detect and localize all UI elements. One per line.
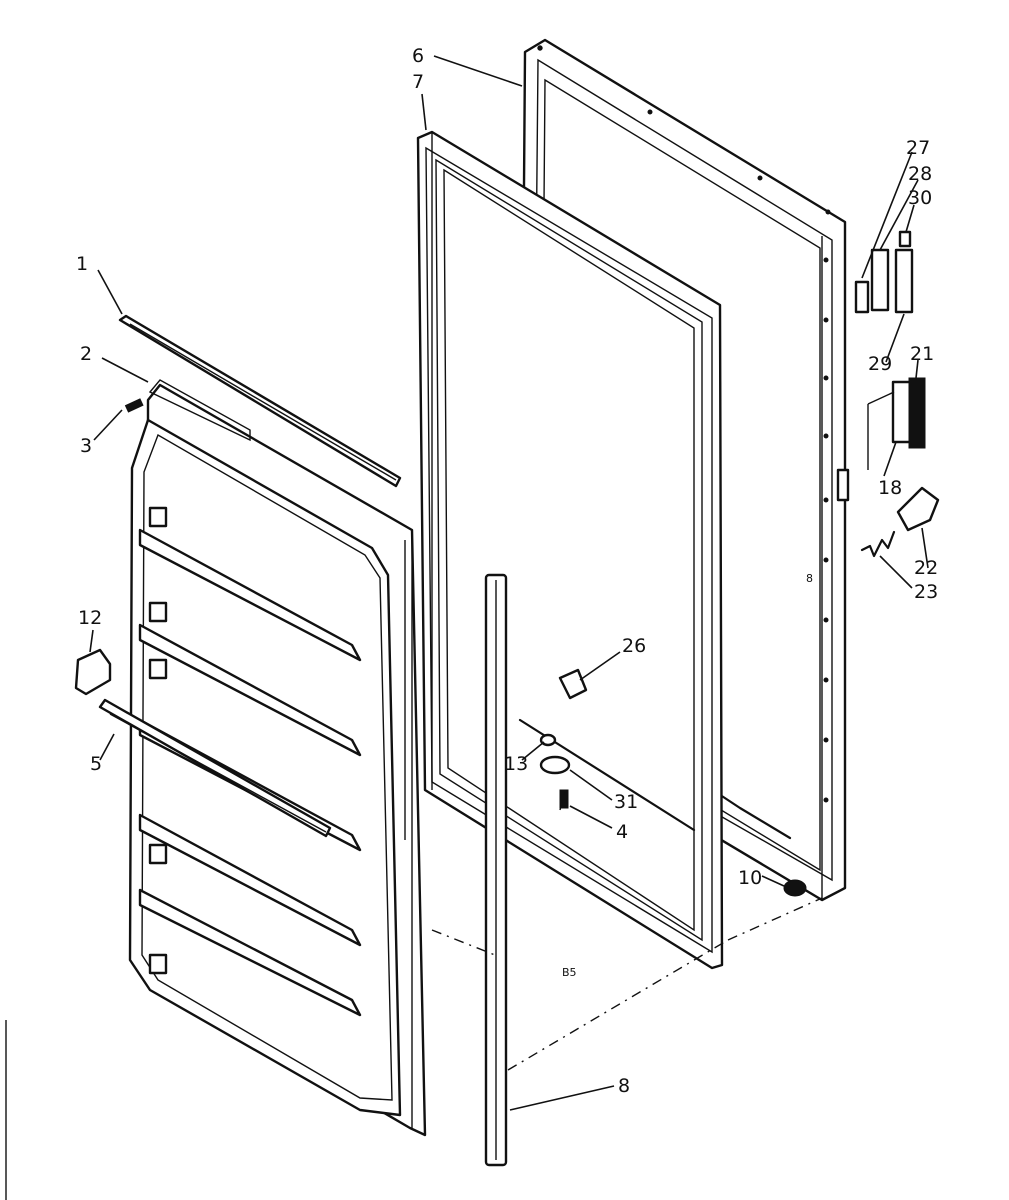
callout-1: 1 xyxy=(76,253,88,275)
cabinet-mark: 8 xyxy=(806,572,813,585)
callout-27: 27 xyxy=(906,137,930,159)
callout-8: 8 xyxy=(618,1075,630,1097)
callout-7: 7 xyxy=(412,71,424,93)
shelf-bosses xyxy=(148,506,168,975)
callout-2: 2 xyxy=(80,343,92,365)
door-shelves xyxy=(138,528,362,1017)
latch-opening xyxy=(836,468,850,502)
callout-6: 6 xyxy=(412,45,424,67)
door-panel xyxy=(98,314,427,1137)
callout-3: 3 xyxy=(80,435,92,457)
callout-22: 22 xyxy=(914,557,938,579)
callout-23: 23 xyxy=(914,581,938,603)
screw-3 xyxy=(124,398,144,413)
callout-13: 13 xyxy=(504,753,528,775)
gasket-strip xyxy=(484,573,508,1167)
callouts: 1 2 3 4 5 6 7 8 10 12 13 18 21 22 23 26 … xyxy=(76,45,938,1097)
frame-rivets xyxy=(537,45,831,803)
callout-5: 5 xyxy=(90,753,102,775)
callout-26: 26 xyxy=(622,635,646,657)
callout-21: 21 xyxy=(910,343,934,365)
callout-10: 10 xyxy=(738,867,762,889)
handle-12 xyxy=(74,648,112,696)
callout-31: 31 xyxy=(614,791,638,813)
callout-29: 29 xyxy=(868,353,892,375)
callout-12: 12 xyxy=(78,607,102,629)
alignment-lines xyxy=(431,789,823,1071)
callout-18: 18 xyxy=(878,477,902,499)
callout-4: 4 xyxy=(616,821,628,843)
callout-30: 30 xyxy=(908,187,932,209)
small-parts xyxy=(74,230,940,897)
callout-28: 28 xyxy=(908,163,932,185)
center-mark: B5 xyxy=(562,966,577,979)
leader-lines xyxy=(89,55,929,1111)
